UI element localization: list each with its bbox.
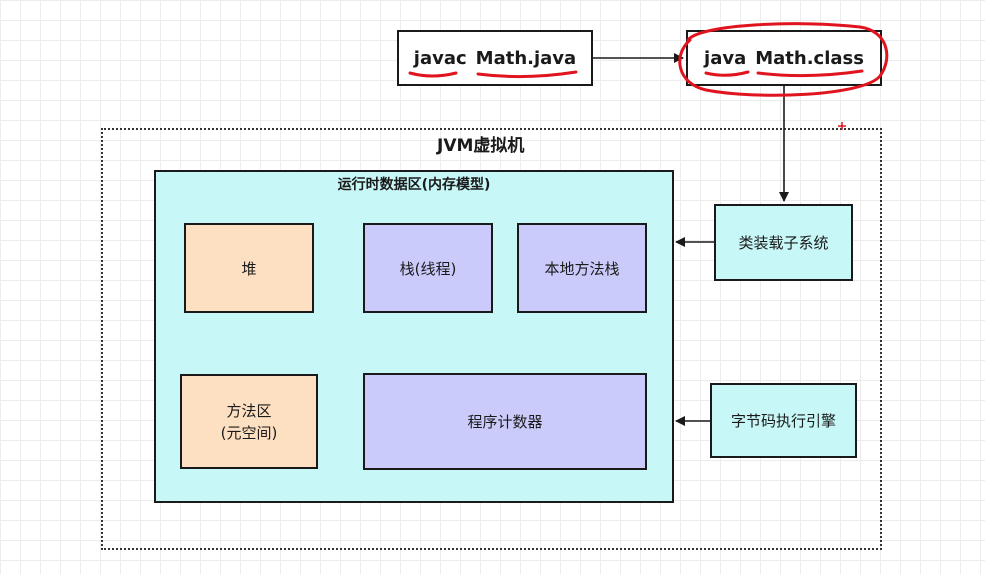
heap-box: 堆: [184, 223, 314, 313]
java-word: java: [704, 47, 747, 69]
javac-word: javac: [413, 47, 467, 69]
execution-engine-label: 字节码执行引擎: [730, 412, 836, 430]
stack-box: 栈(线程): [363, 223, 493, 313]
execution-engine-box: 字节码执行引擎: [710, 383, 857, 458]
runtime-data-area-title: 运行时数据区(内存模型): [337, 177, 491, 193]
jvm-title: JVM虚拟机: [437, 136, 525, 156]
method-area-box: 方法区 (元空间): [180, 374, 318, 469]
math-class-word: Math.class: [755, 47, 864, 69]
method-area-label: 方法区: [226, 401, 272, 420]
native-method-stack-box: 本地方法栈: [517, 223, 647, 313]
metaspace-label: (元空间): [220, 423, 278, 442]
heap-label: 堆: [241, 259, 257, 278]
jvm-container: [101, 128, 882, 550]
program-counter-label: 程序计数器: [467, 413, 543, 431]
program-counter-box: 程序计数器: [363, 373, 647, 470]
class-loader-subsystem-box: 类装载子系统: [714, 204, 853, 281]
native-method-stack-label: 本地方法栈: [544, 259, 620, 278]
math-java-word: Math.java: [475, 47, 577, 69]
java-command-box: java Math.class: [686, 30, 882, 86]
javac-command-box: javac Math.java: [397, 30, 593, 86]
stack-label: 栈(线程): [399, 259, 457, 278]
class-loader-subsystem-label: 类装载子系统: [738, 234, 829, 252]
